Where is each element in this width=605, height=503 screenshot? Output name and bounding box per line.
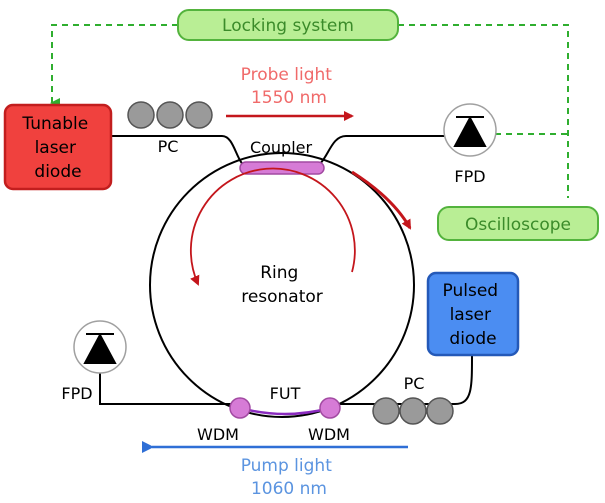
fpd-left-fiber — [99, 373, 240, 405]
oscilloscope-label: Oscilloscope — [465, 215, 571, 235]
pump-fiber-right — [330, 354, 473, 405]
tunable-laser-box — [3, 103, 113, 191]
oscilloscope-box — [437, 206, 599, 241]
tunable-laser-label: Tunable laser diode — [21, 114, 93, 182]
locking-system-box — [177, 9, 399, 41]
coupler — [239, 161, 325, 175]
pump-light-label: Pump light 1060 nm — [241, 456, 338, 499]
pc-bottom-label: PC — [404, 374, 425, 393]
fpd-right-label: FPD — [454, 167, 485, 186]
wdm-right — [319, 397, 341, 419]
locking-system-label: Locking system — [222, 16, 354, 36]
fut-label: FUT — [270, 384, 301, 403]
pulsed-laser-box — [426, 271, 520, 357]
wdm-right-label: WDM — [308, 425, 350, 444]
locking-feedback-lines — [50, 24, 569, 198]
pulsed-laser-label: Pulsed laser diode — [443, 281, 504, 349]
pc-top-label: PC — [158, 137, 179, 156]
probe-light-label: Probe light 1550 nm — [241, 65, 338, 108]
fpd-right-icon — [443, 103, 497, 157]
pc-bottom — [372, 397, 454, 425]
wdm-left — [229, 397, 251, 419]
wdm-left-label: WDM — [197, 425, 239, 444]
coupler-output-arrow — [351, 170, 412, 230]
fpd-left-label: FPD — [61, 384, 92, 403]
pc-top — [127, 101, 213, 129]
ring-resonator — [149, 152, 415, 418]
circulation-arrow — [190, 167, 356, 286]
fpd-left-icon — [73, 320, 127, 374]
coupler-label: Coupler — [250, 138, 313, 157]
ring-resonator-label: Ring resonator — [241, 263, 323, 307]
